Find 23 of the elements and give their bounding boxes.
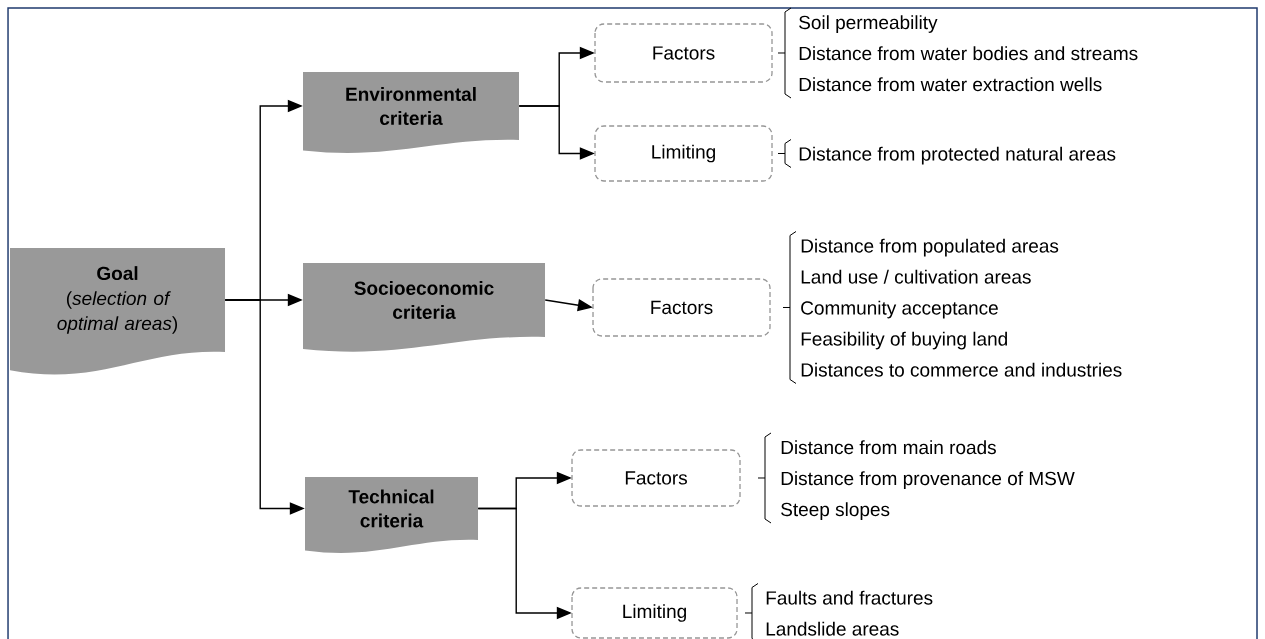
list-item: Landslide areas xyxy=(766,621,899,636)
dashed-box: Limiting xyxy=(594,125,773,182)
dashed-box: Factors xyxy=(571,449,741,507)
list-item: Distance from main roads xyxy=(781,440,996,455)
list-item: Land use / cultivation areas xyxy=(801,269,1031,284)
list-item: Distance from populated areas xyxy=(801,238,1059,257)
list-item: Distance from water bodies and streams xyxy=(799,46,1138,61)
dashed-box: Limiting xyxy=(571,587,738,639)
list-item: Soil permeability xyxy=(799,15,938,33)
document-box: Socioeconomic criteria xyxy=(303,263,545,352)
dashed-box: Factors xyxy=(594,23,773,83)
list-item: Community acceptance xyxy=(801,300,998,319)
list-item: Distances to commerce and industries xyxy=(801,362,1122,377)
list-item: Steep slopes xyxy=(781,502,890,520)
document-box: Environmental criteria xyxy=(303,72,519,153)
document-box: Goal (selection of optimal areas) xyxy=(10,248,225,375)
list-item: Distance from water extraction wells xyxy=(799,77,1102,92)
document-box: Technical criteria xyxy=(305,477,478,553)
list-item: Feasibility of buying land xyxy=(801,331,1007,350)
dashed-box: Factors xyxy=(592,278,771,337)
list-item: Distance from protected natural areas xyxy=(799,146,1116,165)
list-item: Faults and fractures xyxy=(766,590,933,605)
list-item: Distance from provenance of MSW xyxy=(781,471,1075,489)
